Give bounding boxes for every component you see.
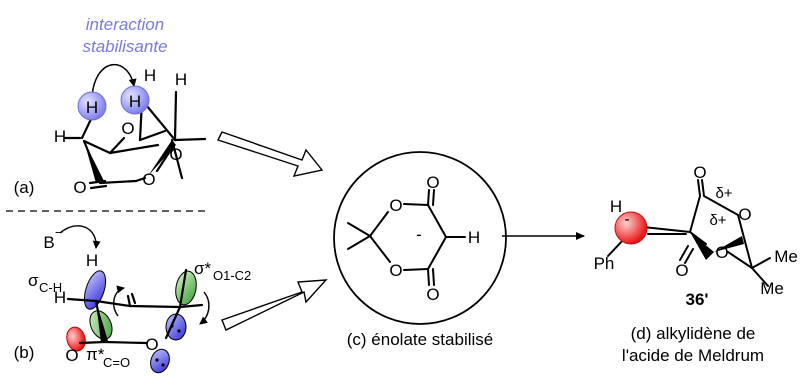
atom-h: H: [86, 98, 98, 117]
atom-o: O: [426, 173, 439, 192]
atom-h: H: [129, 92, 141, 111]
atom-h: H: [54, 288, 66, 307]
atom-me: Me: [774, 247, 798, 266]
sigma-ch-orbital: [83, 270, 107, 310]
wedge-bond: [148, 140, 176, 176]
panel-label-a: (a): [14, 178, 35, 197]
panel-d: - H Ph O δ+ δ+ O O O Me Me 36' (d) alkyl…: [594, 163, 798, 365]
delta-top: δ+: [715, 185, 732, 202]
electron-dot: [155, 358, 159, 362]
atom-o: O: [675, 261, 688, 280]
base-charge: −: [55, 224, 63, 240]
sigma-ch-subscript: C-H: [39, 280, 62, 295]
caption-c: (c) énolate stabilisé: [347, 330, 493, 349]
atom-h: H: [144, 66, 156, 85]
atom-o: O: [65, 346, 78, 365]
interaction-curved-arrow: [87, 63, 137, 104]
electron-dot: [161, 363, 165, 367]
oxygen-lone-pair-blue-lower: [150, 348, 170, 374]
open-arrow-from-b: [221, 279, 328, 331]
oxygen-lone-pair-red: [66, 326, 86, 352]
annotation-line1: interaction: [86, 15, 164, 34]
atom-h: H: [54, 127, 66, 146]
sigma-ch-label: σ C-H: [28, 271, 62, 295]
carbanion-charge: -: [624, 211, 629, 228]
atom-h: H: [610, 197, 622, 216]
atom-o: O: [145, 335, 158, 354]
atom-o: O: [693, 163, 706, 182]
atom-o: O: [169, 145, 182, 164]
atom-o: O: [389, 261, 402, 280]
atom-ph: Ph: [594, 254, 615, 273]
wedge-bond: [96, 301, 108, 343]
electron-dot: [177, 329, 181, 333]
sigma-star-symbol: σ*: [194, 259, 211, 278]
sigma-star-label: σ* O1-C2: [194, 259, 251, 283]
base-label: B: [43, 233, 54, 252]
delta-mid: δ+: [709, 212, 726, 229]
wedge-bond: [690, 232, 714, 260]
hydrogen-ball-right: [120, 85, 150, 115]
enolate-enclosure-circle: [333, 151, 507, 325]
atom-h: H: [86, 251, 98, 270]
atom-me: Me: [760, 279, 784, 298]
atom-o: O: [121, 119, 134, 138]
panel-b: B − H H σ C-H: [14, 224, 251, 374]
atom-o: O: [142, 170, 155, 189]
atom-o: O: [426, 285, 439, 304]
atom-h: H: [175, 70, 187, 89]
atom-o: O: [389, 196, 402, 215]
deprotonation-arrow: [59, 225, 101, 249]
atom-h: H: [468, 228, 480, 247]
wedge-bond: [714, 236, 744, 252]
caption-d-line1: (d) alkylidène de: [631, 324, 756, 343]
panel-label-b: (b): [14, 343, 35, 362]
panel-a: interaction stabilisante: [14, 15, 207, 197]
atom-o: O: [715, 243, 728, 262]
atom-o: O: [73, 178, 86, 197]
pi-star-curved-arrow: [113, 285, 125, 317]
panel-c: O O O O H - (c) énolate stabilisé: [333, 151, 507, 349]
enolate-charge: -: [416, 225, 422, 244]
compound-number: 36': [686, 290, 709, 309]
pi-star-label: π* C=O: [86, 345, 130, 370]
pi-star-subscript: C=O: [103, 355, 130, 370]
pi-star-symbol: π*: [86, 345, 105, 364]
panel-c-skeleton: [347, 189, 466, 286]
open-arrow-from-a: [217, 131, 324, 177]
sigma-star-subscript: O1-C2: [213, 268, 251, 283]
atom-o: O: [738, 205, 751, 224]
sigma-ch-symbol: σ: [28, 271, 39, 290]
annotation-line2: stabilisante: [82, 37, 167, 56]
wedge-bond: [84, 141, 104, 183]
hydrogen-ball-left: [77, 91, 107, 121]
sigma-star-curved-arrow: [199, 291, 210, 325]
caption-d-line2: l'acide de Meldrum: [622, 346, 764, 365]
carbanion-ball: [614, 211, 648, 245]
